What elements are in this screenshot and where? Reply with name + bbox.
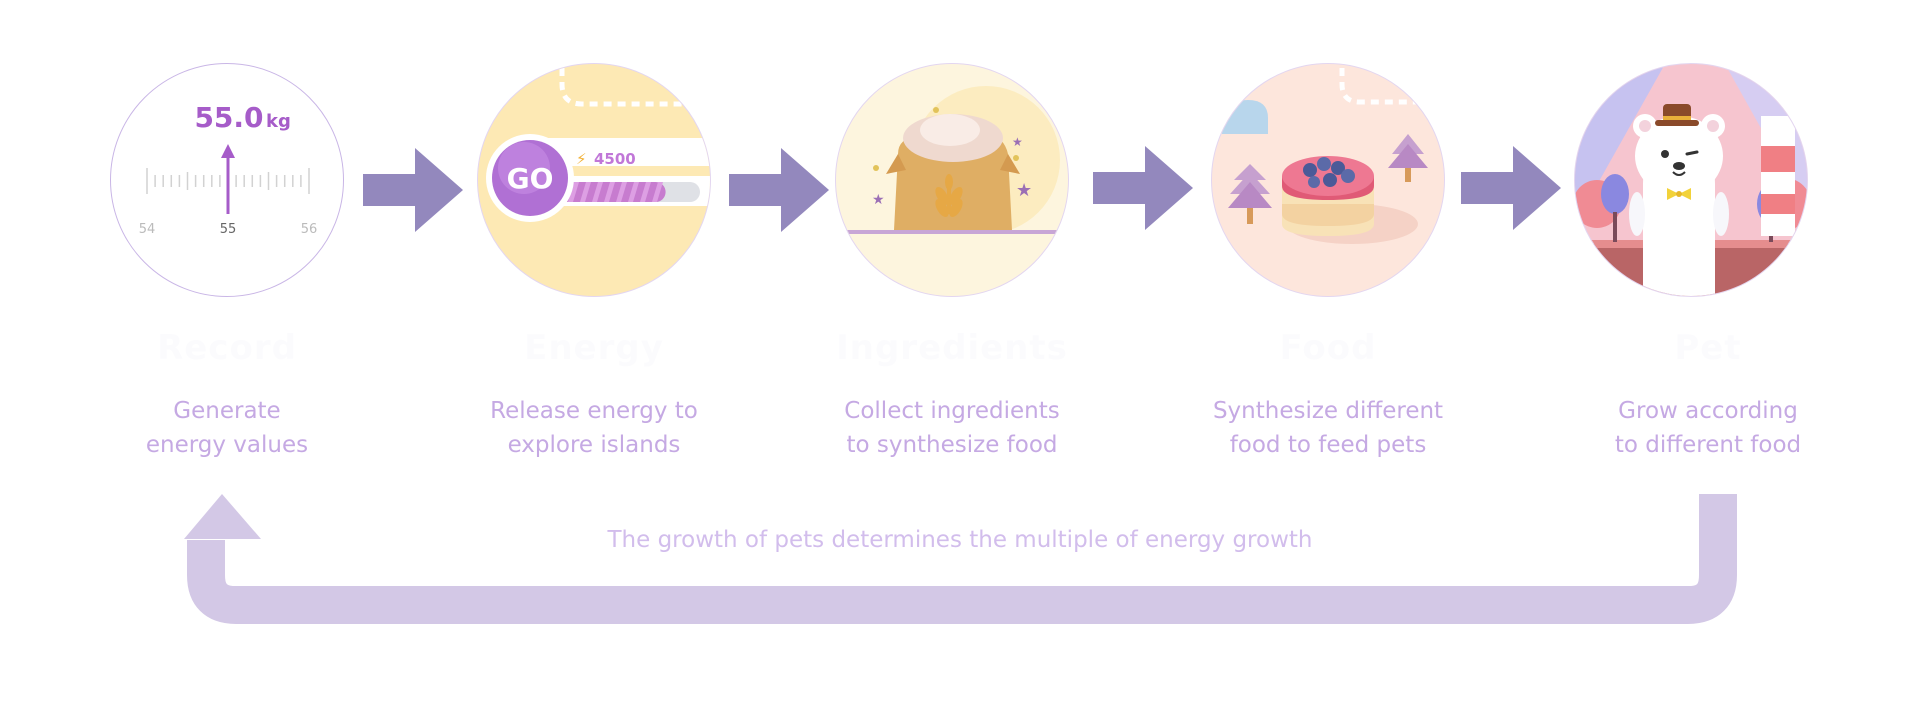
energy-go-illustration: ⚡ 4500 GO bbox=[477, 63, 711, 297]
step-desc-food: Synthesize different food to feed pets bbox=[1168, 394, 1488, 462]
progress-stripe bbox=[640, 182, 651, 202]
star-icon: ★ bbox=[872, 192, 885, 208]
step-desc-line: explore islands bbox=[507, 432, 681, 458]
step-title-pet: Pet bbox=[1674, 328, 1742, 368]
pet-polar-bear-illustration bbox=[1574, 63, 1808, 297]
step-desc-line: to synthesize food bbox=[846, 432, 1058, 458]
progress-stripe bbox=[628, 182, 639, 202]
food-cake-illustration bbox=[1211, 63, 1445, 297]
tick-label-left: 54 bbox=[139, 222, 156, 237]
step-desc-line: Generate bbox=[173, 398, 281, 424]
progress-stripe bbox=[604, 182, 615, 202]
arrow-right-icon bbox=[1461, 146, 1561, 230]
arrow-right-icon bbox=[363, 148, 463, 232]
star-icon: ★ bbox=[1012, 135, 1023, 149]
up-arrow-icon bbox=[221, 144, 235, 158]
energy-count: 4500 bbox=[594, 150, 636, 168]
step-title-food: Food bbox=[1279, 328, 1377, 368]
step-title-energy: Energy bbox=[524, 328, 664, 368]
progress-stripe bbox=[616, 182, 627, 202]
step-desc-line: energy values bbox=[145, 432, 309, 458]
step-desc-line: food to feed pets bbox=[1229, 432, 1427, 458]
step-desc-energy: Release energy to explore islands bbox=[434, 394, 754, 462]
progress-stripe bbox=[652, 182, 663, 202]
progress-stripe bbox=[568, 182, 579, 202]
arrow-right-icon bbox=[1093, 146, 1193, 230]
step-desc-line: Release energy to bbox=[490, 398, 698, 424]
step-desc-ingredients: Collect ingredients to synthesize food bbox=[792, 394, 1112, 462]
weight-unit: kg bbox=[266, 111, 291, 132]
step-desc-record: Generate energy values bbox=[67, 394, 387, 462]
progress-stripe bbox=[580, 182, 591, 202]
ingredients-sack-illustration: ★ ★ ★ bbox=[835, 63, 1069, 297]
step-desc-line: to different food bbox=[1614, 432, 1802, 458]
bow-tie-icon bbox=[1667, 188, 1679, 200]
step-title-ingredients: Ingredients bbox=[836, 328, 1068, 368]
tick-label-center: 55 bbox=[220, 222, 237, 237]
step-title-record: Record bbox=[157, 328, 297, 368]
lightning-icon: ⚡ bbox=[576, 150, 587, 168]
arrow-right-icon bbox=[729, 148, 829, 232]
star-icon: ★ bbox=[1016, 180, 1032, 201]
loop-caption: The growth of pets determines the multip… bbox=[607, 527, 1313, 553]
progress-stripe bbox=[592, 182, 603, 202]
weight-value: 55.0 bbox=[194, 101, 263, 134]
go-button-label: GO bbox=[507, 162, 554, 195]
tick-label-right: 56 bbox=[301, 222, 318, 237]
step-desc-line: Grow according bbox=[1618, 398, 1798, 424]
step-desc-line: Collect ingredients bbox=[844, 398, 1060, 424]
step-desc-pet: Grow according to different food bbox=[1548, 394, 1868, 462]
record-scale-illustration: 55.0 kg 54 55 56 bbox=[110, 63, 344, 297]
step-desc-line: Synthesize different bbox=[1212, 398, 1444, 424]
